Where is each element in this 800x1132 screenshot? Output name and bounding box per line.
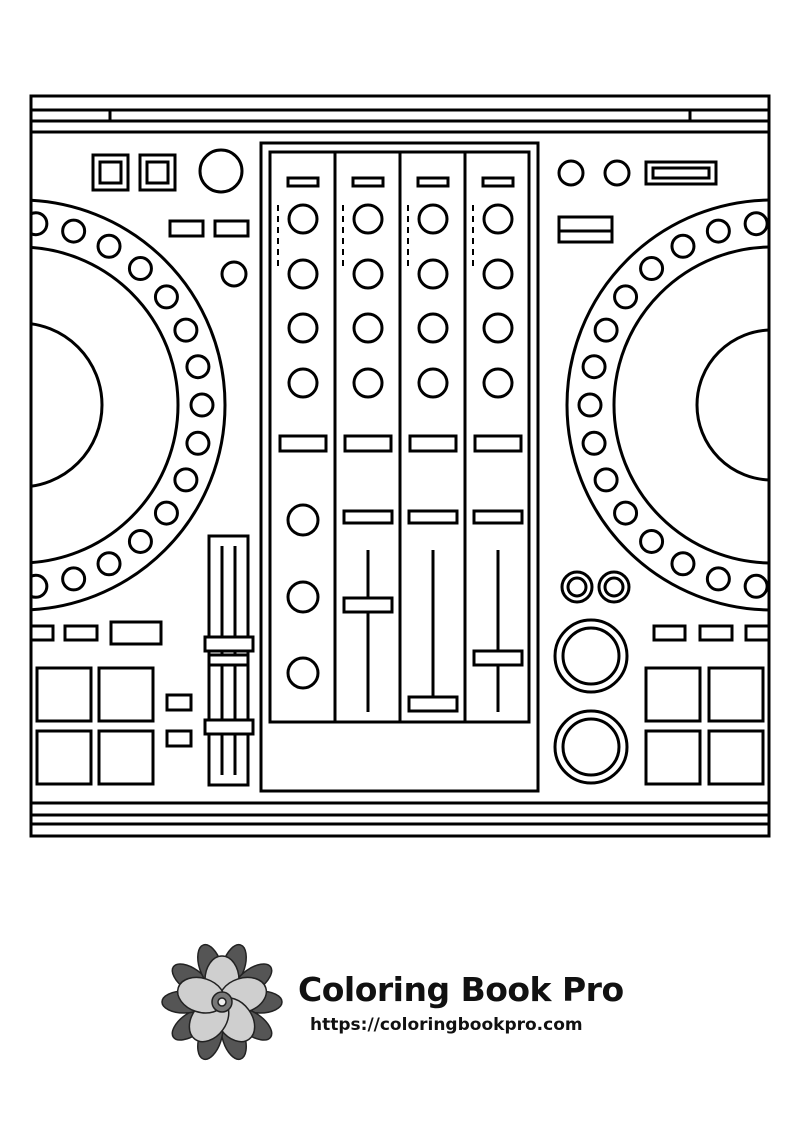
- right-ring-button[interactable]: [581, 430, 607, 456]
- left-small-buttons[interactable]: [29, 620, 193, 748]
- right-ring-button[interactable]: [705, 218, 731, 244]
- brand-title: Coloring Book Pro: [298, 970, 624, 1009]
- channel-eq-knob[interactable]: [352, 312, 384, 344]
- channel-eq-knob[interactable]: [417, 312, 449, 344]
- channel-fader-knob[interactable]: [342, 596, 394, 614]
- left-ring-button[interactable]: [96, 233, 122, 259]
- flower-center-dot: [217, 997, 227, 1007]
- mixer-section: [259, 141, 540, 793]
- channel-cue-button[interactable]: [343, 434, 393, 453]
- left-jog-ring-buttons: [25, 211, 215, 599]
- right-jog-wheel[interactable]: [565, 198, 800, 612]
- left-ring-button[interactable]: [173, 317, 199, 343]
- channel-eq-knob[interactable]: [417, 203, 449, 235]
- master-knob[interactable]: [286, 503, 320, 537]
- left-jog-wheel[interactable]: [0, 198, 227, 612]
- left-ring-button[interactable]: [25, 211, 49, 237]
- right-ring-button[interactable]: [613, 500, 639, 526]
- left-ring-button[interactable]: [189, 392, 215, 418]
- right-performance-pads[interactable]: [644, 666, 765, 786]
- left-ring-button[interactable]: [185, 354, 211, 380]
- channel-indicator: [416, 176, 450, 188]
- left-ring-button[interactable]: [61, 566, 87, 592]
- channel-cue-button[interactable]: [473, 434, 523, 453]
- left-ring-button[interactable]: [153, 284, 179, 310]
- left-top-buttons[interactable]: [91, 148, 250, 288]
- channel-eq-knob[interactable]: [352, 367, 384, 399]
- right-ring-button[interactable]: [593, 467, 619, 493]
- right-ring-button[interactable]: [639, 256, 665, 282]
- left-performance-pads[interactable]: [35, 666, 155, 786]
- left-ring-button[interactable]: [173, 467, 199, 493]
- left-ring-button[interactable]: [153, 500, 179, 526]
- channel-eq-knob[interactable]: [287, 258, 319, 290]
- right-ring-button[interactable]: [577, 392, 603, 418]
- left-ring-button[interactable]: [127, 528, 153, 554]
- channel-eq-knob[interactable]: [352, 258, 384, 290]
- right-ring-button[interactable]: [705, 566, 731, 592]
- channel-indicator: [286, 176, 320, 188]
- channel-fader-knob[interactable]: [472, 649, 524, 667]
- channel-button[interactable]: [472, 509, 524, 525]
- channel-eq-knob[interactable]: [287, 312, 319, 344]
- channel-eq-knob[interactable]: [287, 367, 319, 399]
- right-small-knobs[interactable]: [560, 570, 631, 604]
- right-top-buttons[interactable]: [557, 159, 718, 244]
- right-ring-button[interactable]: [670, 233, 696, 259]
- left-ring-button[interactable]: [185, 430, 211, 456]
- flower-icon: [161, 943, 283, 1061]
- right-ring-button[interactable]: [593, 317, 619, 343]
- right-ring-button[interactable]: [743, 573, 769, 599]
- channel-eq-knob[interactable]: [482, 312, 514, 344]
- mixer-controls[interactable]: [278, 176, 524, 713]
- channel-eq-knob[interactable]: [287, 203, 319, 235]
- channel-eq-knob[interactable]: [417, 258, 449, 290]
- right-large-buttons[interactable]: [553, 618, 629, 785]
- left-ring-button[interactable]: [96, 551, 122, 577]
- brand-url[interactable]: https://coloringbookpro.com: [310, 1015, 583, 1035]
- channel-indicator: [481, 176, 515, 188]
- controller-body: [29, 94, 771, 838]
- right-ring-button[interactable]: [581, 354, 607, 380]
- left-pitch-fader[interactable]: [203, 534, 255, 787]
- channel-indicator: [351, 176, 385, 188]
- right-ring-button[interactable]: [670, 551, 696, 577]
- channel-eq-knob[interactable]: [482, 203, 514, 235]
- left-ring-button[interactable]: [61, 218, 87, 244]
- right-small-buttons[interactable]: [652, 624, 771, 642]
- channel-cue-button[interactable]: [408, 434, 458, 453]
- channel-button[interactable]: [407, 509, 459, 525]
- channel-button[interactable]: [342, 509, 394, 525]
- channel-eq-knob[interactable]: [352, 203, 384, 235]
- right-ring-button[interactable]: [639, 528, 665, 554]
- left-ring-button[interactable]: [25, 573, 49, 599]
- channel-eq-knob[interactable]: [417, 367, 449, 399]
- booth-knob[interactable]: [286, 580, 320, 614]
- right-ring-button[interactable]: [613, 284, 639, 310]
- channel-eq-knob[interactable]: [482, 258, 514, 290]
- right-ring-button[interactable]: [743, 211, 769, 237]
- channel-eq-knob[interactable]: [482, 367, 514, 399]
- headphone-knob[interactable]: [286, 656, 320, 690]
- channel-cue-button[interactable]: [278, 434, 328, 453]
- right-jog-ring-buttons: [577, 211, 769, 599]
- channel-fader-knob[interactable]: [407, 695, 459, 713]
- level-meters: [277, 205, 474, 268]
- left-ring-button[interactable]: [127, 256, 153, 282]
